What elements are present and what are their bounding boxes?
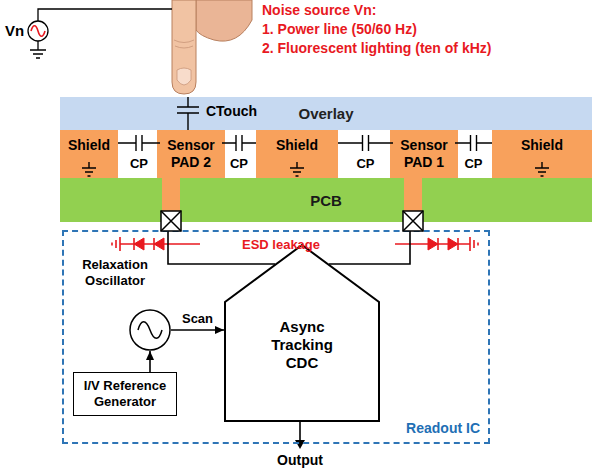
node-text: Readout IC [406,420,480,437]
shield-box: Shield [60,130,118,178]
sensor-pad: Sensor PAD 1 [390,130,458,178]
shield-box: Shield [256,130,338,178]
circle-outline [129,309,171,351]
edge-label: Scan [182,311,213,327]
bond-pad-symbol [161,211,423,231]
noise-source-symbol [28,9,172,58]
node-text: PCB [310,192,342,209]
capacitor-symbol [118,97,492,151]
node-text: Async Tracking CDC [224,318,380,372]
output-arrow [295,420,305,449]
capacitance-label: CP [130,155,148,172]
oscillator-circle: Relaxation Oscillator [129,309,171,351]
node-text: I/V Reference Generator [74,378,176,410]
pcb-band: PCB [60,178,592,222]
note-text: Noise source Vn: [262,2,376,19]
capacitance-label: CP [356,155,374,172]
note-text: 1. Power line (50/60 Hz) [262,21,417,38]
output-label: Output [277,452,323,469]
pad-stem [162,178,422,212]
esd-label: ESD leakage [242,236,320,253]
overlay-band: Overlay [60,97,592,130]
note-text: 2. Fluorescent lighting (ten of kHz) [262,40,491,57]
capacitance-label: CTouch [206,103,257,120]
node-text: Shield [276,137,318,154]
reference-box: I/V Reference Generator [73,372,177,416]
node-text: Overlay [298,105,353,122]
readout-ic-region: Readout ICRelaxation OscillatorAsync Tra… [62,230,490,444]
sensor-pad: Sensor PAD 2 [157,130,225,178]
shield-box: Shield [492,130,592,178]
connector-wire [149,351,151,372]
capacitance-label: CP [230,155,248,172]
capacitance-label: CP [464,155,482,172]
cdc-block: Async Tracking CDC [224,244,380,422]
node-text: Sensor PAD 2 [157,137,225,171]
node-text: Relaxation Oscillator [74,257,156,289]
node-text: Shield [68,137,110,154]
finger-picture [172,0,252,94]
signal-label: Vn [5,22,24,39]
connector-wire [171,329,224,331]
node-text: Shield [521,137,563,154]
node-text: Sensor PAD 1 [390,137,458,171]
